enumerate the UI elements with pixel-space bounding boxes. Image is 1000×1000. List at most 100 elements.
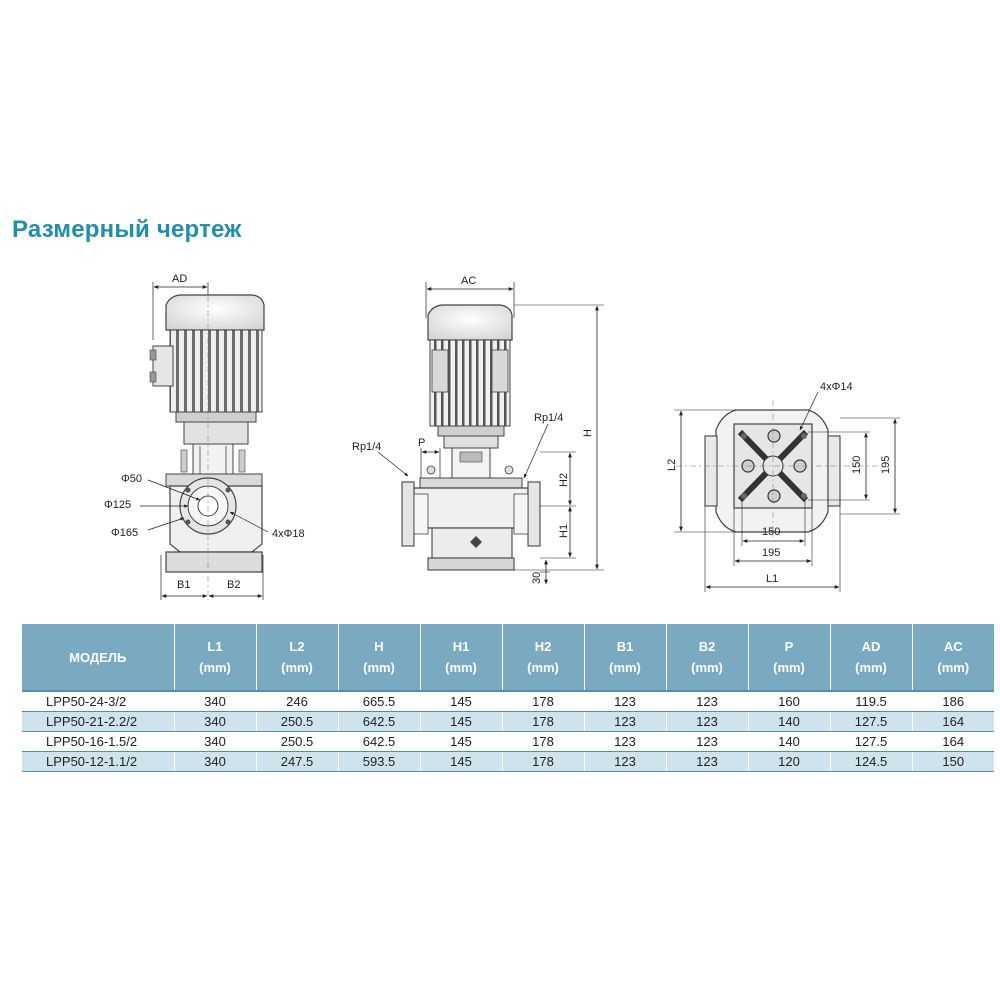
table-cell: 246 (256, 690, 339, 712)
table-cell: 178 (502, 731, 585, 752)
header-label: P (784, 639, 794, 654)
table-cell: 123 (584, 690, 667, 712)
dim150-v-label: 150 (851, 456, 863, 474)
ad-dimension: AD (152, 273, 209, 340)
table-cell: 665.5 (338, 690, 421, 712)
phi50-label: Φ50 (121, 473, 142, 485)
header-label: AC (943, 639, 963, 654)
header-unit: (mm) (199, 660, 231, 675)
table-cell: 123 (584, 751, 667, 772)
header-label: МОДЕЛЬ (69, 649, 127, 665)
table-cell: 140 (748, 731, 831, 752)
holes-label-plan: 4xΦ14 (820, 381, 853, 393)
side-view: AC Rp1/4 Rp1/4 (352, 275, 604, 585)
column-header-h: H(mm) (338, 624, 421, 691)
table-cell: 124.5 (830, 751, 913, 772)
header-unit: (mm) (363, 660, 395, 675)
header-label: H1 (452, 639, 470, 654)
table-row: LPP50-12-1.1/2 340 247.5 593.5 145 178 1… (22, 751, 994, 772)
table-cell: 642.5 (338, 731, 421, 752)
table-cell: 247.5 (256, 751, 339, 772)
table-cell: 164 (912, 711, 994, 732)
phi165-label: Φ165 (111, 527, 138, 539)
table-cell: 340 (174, 690, 257, 712)
header-label: AD (861, 639, 881, 654)
b1-label: B1 (177, 579, 190, 591)
table-cell: 145 (420, 731, 503, 752)
table-cell: 642.5 (338, 711, 421, 732)
header-label: H2 (534, 639, 552, 654)
dimension-drawing: AD Φ50 Φ125 (104, 273, 900, 600)
header-unit: (mm) (527, 660, 559, 675)
table-cell: 123 (666, 751, 749, 772)
table-cell: 119.5 (830, 690, 913, 712)
table-header-row: МОДЕЛЬ L1 (mm) L2 (mm) H(mm) H1 (mm) H2 (mm)… (22, 624, 994, 691)
column-header-ad: AD(mm) (830, 624, 913, 691)
table-cell: 123 (666, 711, 749, 732)
header-label: B2 (698, 639, 716, 654)
table-cell: 178 (502, 751, 585, 772)
table-cell: 123 (666, 731, 749, 752)
header-label: L2 (289, 639, 305, 654)
header-unit: (mm) (773, 660, 805, 675)
spec-table: МОДЕЛЬ L1 (mm) L2 (mm) H(mm) H1 (mm) H2 (mm)… (22, 624, 994, 772)
table-cell: 140 (748, 711, 831, 732)
table-cell: 127.5 (830, 711, 913, 732)
ac-label: AC (461, 275, 476, 287)
table-cell: 127.5 (830, 731, 913, 752)
table-row: LPP50-21-2.2/2 340 250.5 642.5 145 178 1… (22, 711, 994, 732)
table-cell: 145 (420, 690, 503, 712)
rp-right-label: Rp1/4 (534, 412, 563, 424)
header-unit: (mm) (609, 660, 641, 675)
column-header-b1: B1 (mm) (584, 624, 667, 691)
header-unit: (mm) (445, 660, 477, 675)
table-cell: 150 (912, 751, 994, 772)
header-unit: (mm) (281, 660, 313, 675)
dim195-h-label: 195 (762, 547, 780, 559)
dim195-v-label: 195 (880, 456, 892, 474)
table-row: LPP50-24-3/2 340 246 665.5 145 178 123 1… (22, 690, 994, 712)
phi125-label: Φ125 (104, 499, 131, 511)
table-cell: 145 (420, 751, 503, 772)
rp-left-label: Rp1/4 (352, 441, 381, 453)
table-cell: 340 (174, 731, 257, 752)
holes-label-front: 4xΦ18 (272, 528, 305, 540)
h-label: H (582, 429, 594, 437)
table-cell: 340 (174, 711, 257, 732)
header-label: L1 (207, 639, 223, 654)
table-cell: 123 (584, 711, 667, 732)
table-cell: 250.5 (256, 711, 339, 732)
table-cell: 178 (502, 690, 585, 712)
table-cell: 250.5 (256, 731, 339, 752)
table-cell-model: LPP50-21-2.2/2 (22, 711, 175, 732)
plan-view: 4xΦ14 L2 150 195 150 195 L1 (666, 381, 900, 592)
column-header-l1: L1 (mm) (174, 624, 257, 691)
table-cell: 186 (912, 690, 994, 712)
header-label: B1 (616, 639, 634, 654)
l2-label: L2 (666, 459, 678, 471)
front-view: AD Φ50 Φ125 (104, 273, 305, 600)
column-header-l2: L2 (mm) (256, 624, 339, 691)
table-cell-model: LPP50-16-1.5/2 (22, 731, 175, 752)
header-unit: (mm) (691, 660, 723, 675)
base-30-label: 30 (531, 572, 543, 584)
header-unit: (mm) (937, 660, 970, 675)
column-header-h2: H2 (mm) (502, 624, 585, 691)
h2-label: H2 (558, 473, 570, 487)
table-cell: 123 (584, 731, 667, 752)
h1-label: H1 (558, 524, 570, 538)
table-row: LPP50-16-1.5/2 340 250.5 642.5 145 178 1… (22, 731, 994, 752)
column-header-p: P (mm) (748, 624, 831, 691)
table-cell: 164 (912, 731, 994, 752)
column-header-h1: H1 (mm) (420, 624, 503, 691)
column-header-ac: AC (mm) (912, 624, 994, 691)
p-label: P (418, 437, 425, 449)
dim150-h-label: 150 (762, 526, 780, 538)
column-header-b2: B2 (mm) (666, 624, 749, 691)
ad-label: AD (172, 273, 187, 285)
l1-label: L1 (766, 573, 778, 585)
table-cell: 340 (174, 751, 257, 772)
column-header-model: МОДЕЛЬ (22, 624, 175, 691)
table-cell: 123 (666, 690, 749, 712)
table-cell: 178 (502, 711, 585, 732)
